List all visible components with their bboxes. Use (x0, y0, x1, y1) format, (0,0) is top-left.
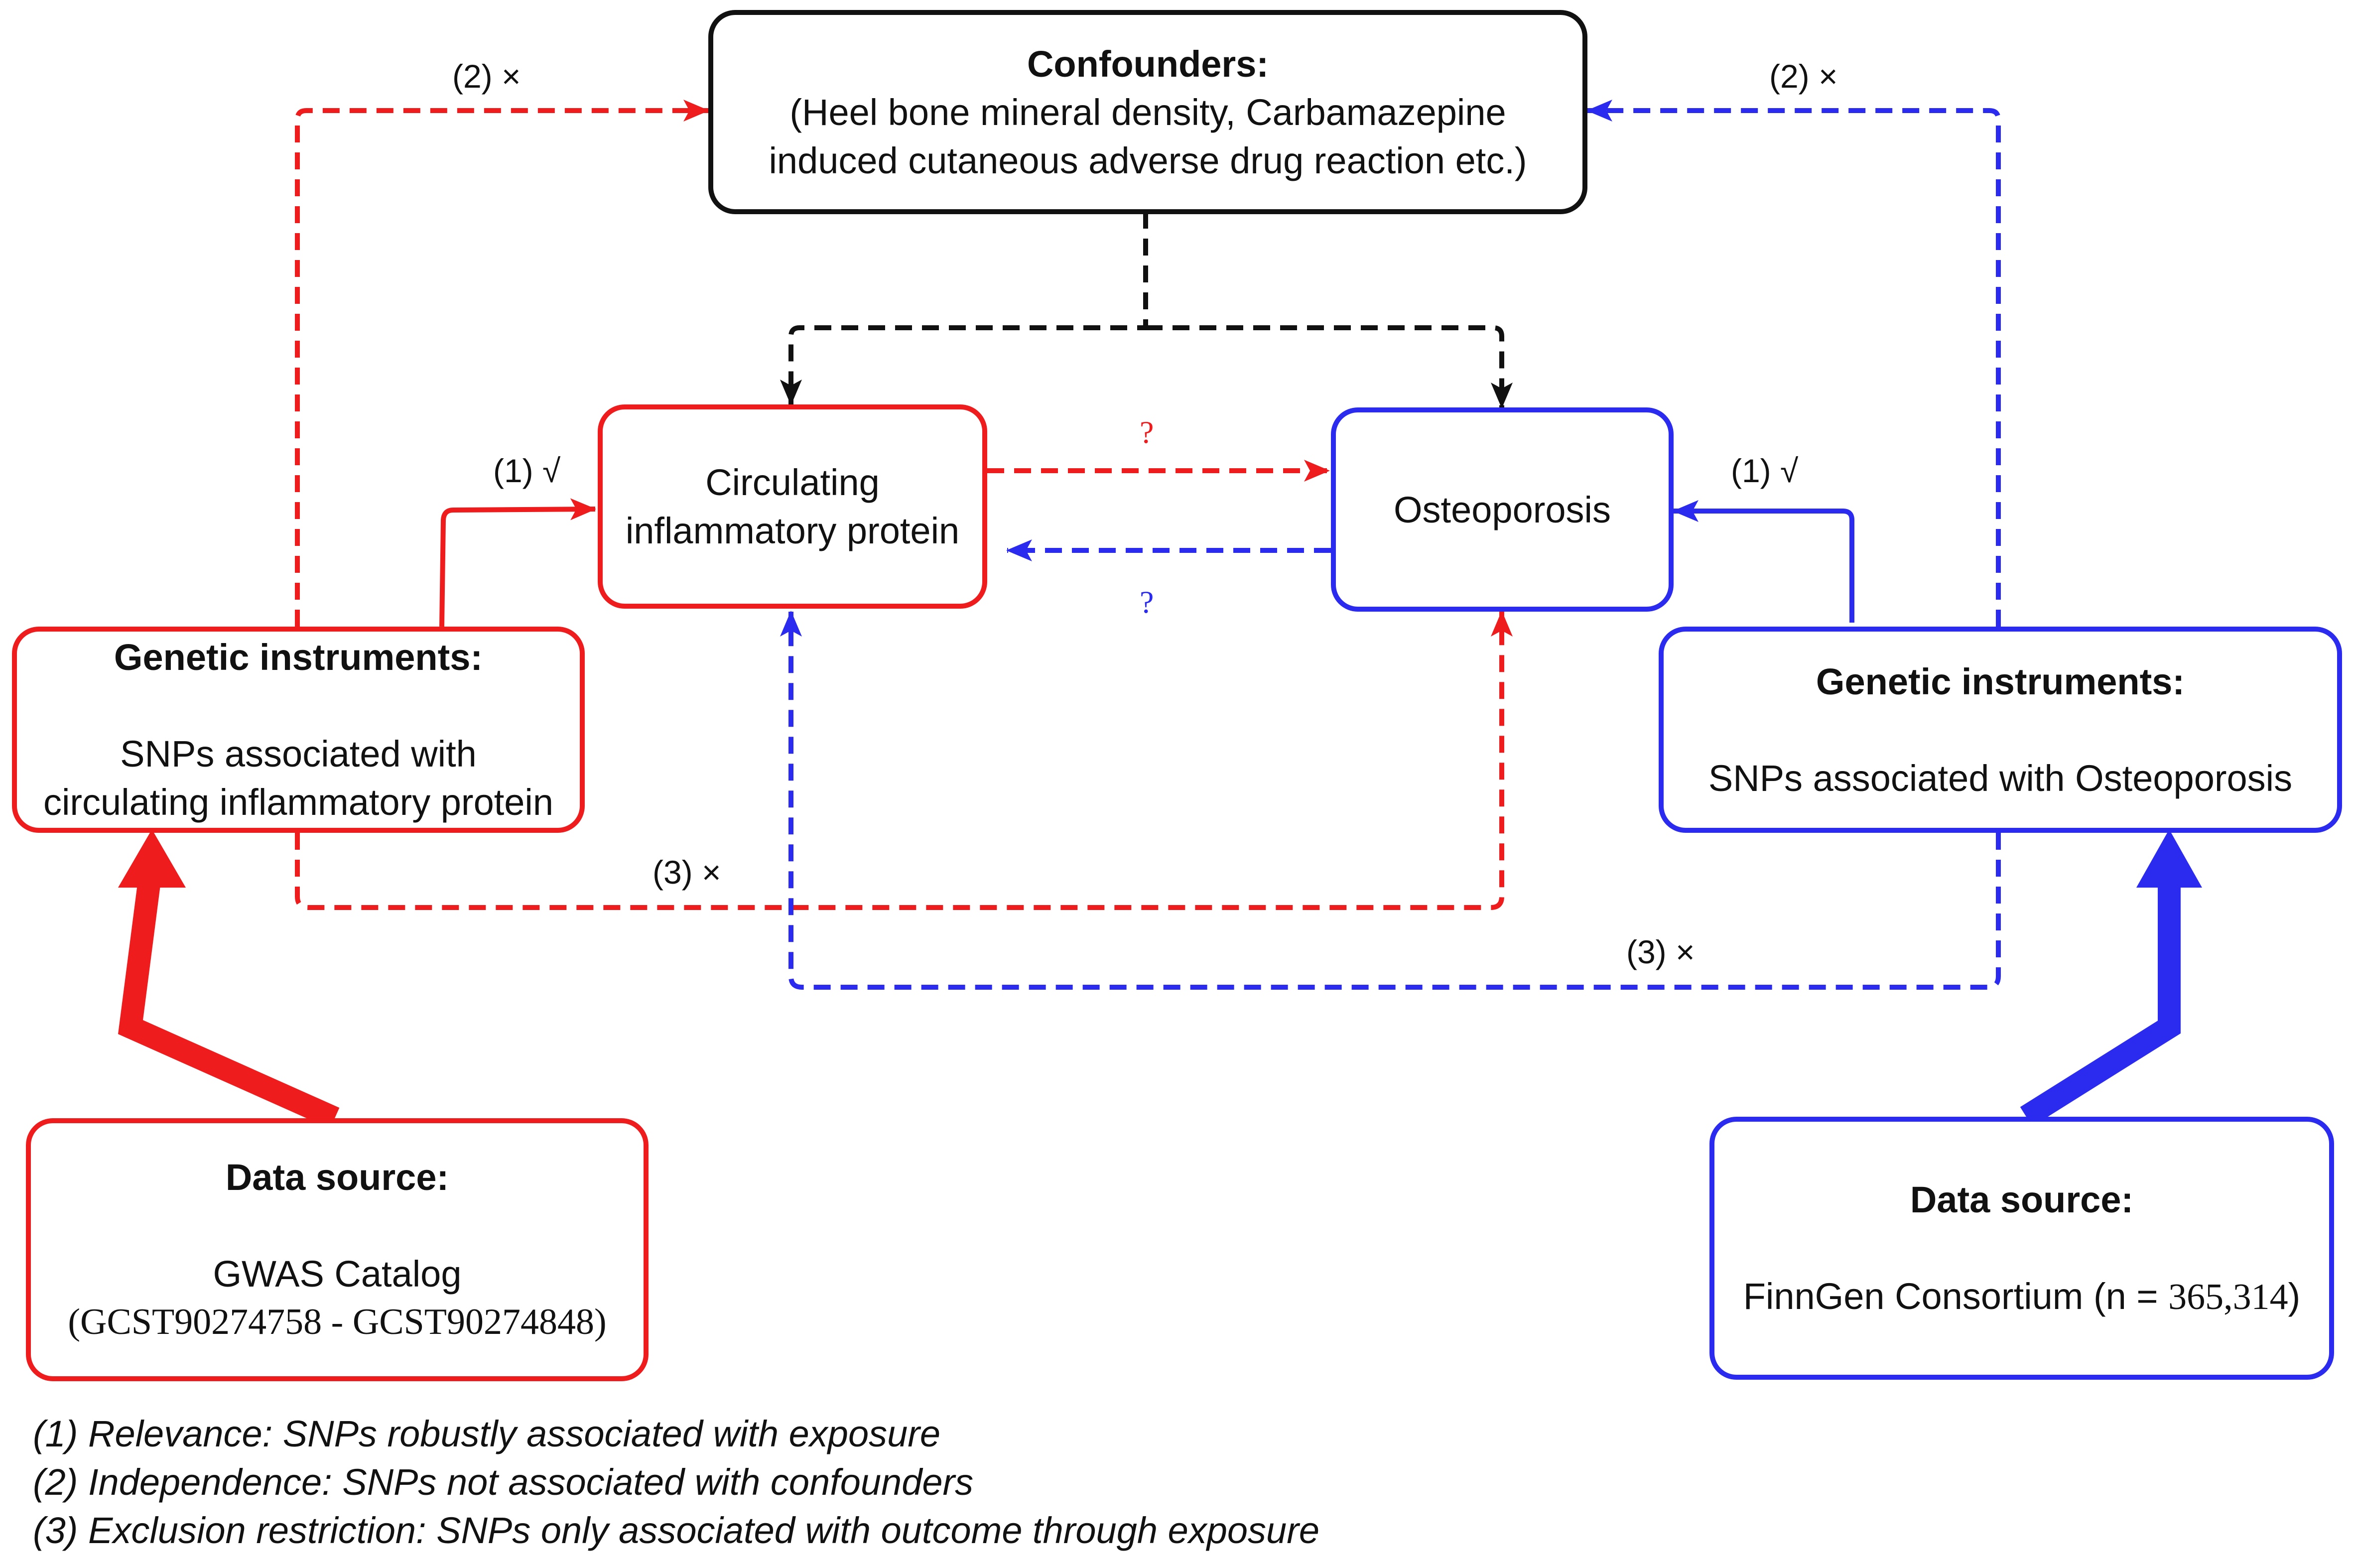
relevance-right-arrow (1673, 500, 1854, 623)
exposure-line-2: inflammatory protein (625, 510, 960, 551)
confounders-line-2: induced cutaneous adverse drug reaction … (769, 139, 1527, 181)
relevance-right-label: (1) √ (1731, 452, 1799, 489)
confounders-title: Confounders: (1027, 43, 1269, 85)
exclusion-left-label: (3) × (653, 854, 721, 891)
exposure-line-1: Circulating (705, 462, 880, 503)
source-right-thick-arrow (2020, 881, 2181, 1127)
instruments-right-box: Genetic instruments: SNPs associated wit… (1659, 627, 2342, 833)
instruments-left-line-2: circulating inflammatory protein (43, 782, 554, 823)
instruments-right-title: Genetic instruments: (1816, 660, 2185, 702)
source-right-title: Data source: (1910, 1178, 2134, 1220)
relevance-left-arrow (439, 498, 596, 627)
independence-right-arrow (1586, 100, 2001, 627)
source-left-box: Data source: GWAS Catalog (GCST90274758 … (26, 1118, 649, 1381)
source-left-line-2: (GCST90274758 - GCST90274848) (68, 1302, 607, 1342)
outcome-label: Osteoporosis (1394, 489, 1611, 530)
source-left-arrowhead (118, 829, 186, 888)
independence-right-label: (2) × (1769, 58, 1838, 95)
source-left-thick-arrow (118, 879, 340, 1129)
legend-item: (3) Exclusion restriction: SNPs only ass… (33, 1510, 1319, 1551)
legend-item: (2) Independence: SNPs not associated wi… (33, 1461, 974, 1503)
independence-left-arrow (295, 100, 709, 627)
question-forward-label: ? (1140, 414, 1154, 450)
confounder-to-exposure-arrow (780, 212, 1148, 405)
relevance-left-label: (1) √ (493, 452, 561, 489)
assumptions-legend: (1) Relevance: SNPs robustly associated … (33, 1410, 1319, 1555)
source-right-box: Data source: FinnGen Consortium (n = 365… (1709, 1117, 2334, 1380)
instruments-left-line-1: SNPs associated with (120, 733, 477, 775)
instruments-left-box: Genetic instruments: SNPs associated wit… (12, 627, 585, 833)
instruments-left-title: Genetic instruments: (114, 637, 483, 678)
exclusion-left-arrow (295, 611, 1513, 910)
source-right-line: FinnGen Consortium (n = 365,314) (1743, 1272, 2301, 1321)
source-right-close: ) (2288, 1275, 2301, 1317)
source-right-number: 365,314 (2168, 1276, 2288, 1317)
question-reverse-label: ? (1140, 584, 1154, 620)
confounders-box: Confounders: (Heel bone mineral density,… (708, 10, 1587, 214)
legend-item: (1) Relevance: SNPs robustly associated … (33, 1413, 941, 1454)
independence-left-label: (2) × (452, 58, 521, 95)
outcome-box: Osteoporosis (1331, 407, 1674, 612)
source-right-text: FinnGen Consortium (n = (1743, 1275, 2169, 1317)
exclusion-right-arrow (780, 611, 2001, 990)
confounder-to-outcome-arrow (1146, 325, 1513, 408)
source-left-line-1: GWAS Catalog (213, 1253, 462, 1295)
source-left-title: Data source: (225, 1157, 449, 1198)
exposure-box: Circulating inflammatory protein (598, 404, 987, 609)
exclusion-right-label: (3) × (1626, 933, 1695, 970)
source-right-arrowhead (2136, 829, 2202, 888)
instruments-right-line-1: SNPs associated with Osteoporosis (1708, 757, 2293, 799)
confounders-line-1: (Heel bone mineral density, Carbamazepin… (789, 91, 1506, 133)
